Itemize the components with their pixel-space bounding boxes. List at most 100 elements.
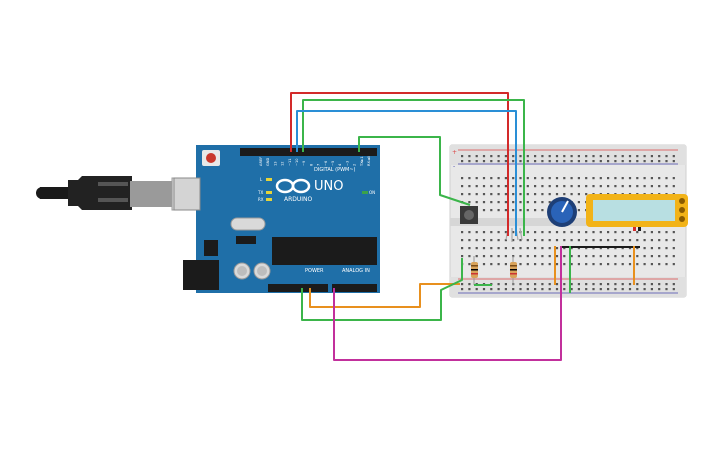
- breadboard-hole[interactable]: [570, 160, 573, 163]
- breadboard-hole[interactable]: [490, 247, 493, 250]
- breadboard-hole[interactable]: [534, 239, 537, 242]
- breadboard-hole[interactable]: [548, 255, 551, 258]
- breadboard-hole[interactable]: [555, 185, 559, 188]
- breadboard-hole[interactable]: [541, 193, 544, 196]
- breadboard-hole[interactable]: [504, 201, 507, 204]
- breadboard-hole[interactable]: [577, 160, 580, 163]
- breadboard-hole[interactable]: [541, 209, 544, 212]
- breadboard-hole[interactable]: [636, 255, 639, 258]
- breadboard-hole[interactable]: [504, 231, 507, 234]
- breadboard-hole[interactable]: [628, 247, 632, 250]
- breadboard-hole[interactable]: [490, 288, 493, 291]
- breadboard-hole[interactable]: [672, 239, 675, 242]
- breadboard-hole[interactable]: [548, 283, 551, 286]
- breadboard-hole[interactable]: [504, 193, 507, 196]
- breadboard-hole[interactable]: [555, 160, 559, 163]
- breadboard-hole[interactable]: [672, 177, 675, 180]
- breadboard-hole[interactable]: [504, 255, 507, 258]
- breadboard-hole[interactable]: [519, 288, 522, 291]
- breadboard-hole[interactable]: [563, 283, 566, 286]
- breadboard-hole[interactable]: [504, 288, 507, 291]
- breadboard-hole[interactable]: [512, 160, 515, 163]
- breadboard-hole[interactable]: [563, 255, 566, 258]
- breadboard-hole[interactable]: [548, 231, 551, 234]
- breadboard-hole[interactable]: [650, 288, 653, 291]
- breadboard-hole[interactable]: [541, 255, 544, 258]
- breadboard-hole[interactable]: [512, 155, 515, 158]
- breadboard-hole[interactable]: [621, 255, 624, 258]
- breadboard-hole[interactable]: [482, 239, 486, 242]
- breadboard-hole[interactable]: [512, 185, 515, 188]
- breadboard-hole[interactable]: [650, 160, 653, 163]
- breadboard-hole[interactable]: [577, 193, 580, 196]
- breadboard-hole[interactable]: [621, 160, 624, 163]
- breadboard-hole[interactable]: [577, 177, 580, 180]
- breadboard-hole[interactable]: [541, 201, 544, 204]
- breadboard-hole[interactable]: [555, 255, 559, 258]
- breadboard-hole[interactable]: [541, 155, 544, 158]
- breadboard-hole[interactable]: [665, 231, 668, 234]
- breadboard-hole[interactable]: [497, 247, 500, 250]
- breadboard-hole[interactable]: [577, 263, 580, 266]
- breadboard-hole[interactable]: [504, 185, 507, 188]
- breadboard-hole[interactable]: [614, 160, 617, 163]
- breadboard-hole[interactable]: [628, 185, 632, 188]
- breadboard-hole[interactable]: [585, 177, 588, 180]
- breadboard-hole[interactable]: [570, 247, 573, 250]
- breadboard-hole[interactable]: [672, 247, 675, 250]
- breadboard-hole[interactable]: [665, 288, 668, 291]
- breadboard-hole[interactable]: [526, 283, 529, 286]
- breadboard-hole[interactable]: [672, 155, 675, 158]
- breadboard-hole[interactable]: [548, 247, 551, 250]
- breadboard-hole[interactable]: [497, 283, 500, 286]
- breadboard-hole[interactable]: [555, 288, 559, 291]
- breadboard-hole[interactable]: [607, 177, 610, 180]
- breadboard-hole[interactable]: [541, 247, 544, 250]
- breadboard-hole[interactable]: [468, 239, 471, 242]
- breadboard-hole[interactable]: [650, 185, 653, 188]
- breadboard-hole[interactable]: [585, 160, 588, 163]
- breadboard-hole[interactable]: [614, 283, 617, 286]
- breadboard-hole[interactable]: [665, 160, 668, 163]
- breadboard-hole[interactable]: [636, 247, 639, 250]
- breadboard-hole[interactable]: [628, 177, 632, 180]
- breadboard-hole[interactable]: [665, 239, 668, 242]
- breadboard-hole[interactable]: [599, 247, 602, 250]
- breadboard-hole[interactable]: [636, 231, 639, 234]
- breadboard-hole[interactable]: [468, 288, 471, 291]
- breadboard-hole[interactable]: [490, 185, 493, 188]
- breadboard-hole[interactable]: [482, 185, 486, 188]
- breadboard-hole[interactable]: [599, 185, 602, 188]
- breadboard-hole[interactable]: [548, 193, 551, 196]
- breadboard-hole[interactable]: [468, 247, 471, 250]
- breadboard-hole[interactable]: [497, 160, 500, 163]
- breadboard-hole[interactable]: [548, 288, 551, 291]
- breadboard-hole[interactable]: [490, 209, 493, 212]
- breadboard-hole[interactable]: [621, 247, 624, 250]
- breadboard-hole[interactable]: [599, 155, 602, 158]
- breadboard-hole[interactable]: [599, 288, 602, 291]
- breadboard-hole[interactable]: [526, 288, 529, 291]
- breadboard-hole[interactable]: [585, 255, 588, 258]
- breadboard-hole[interactable]: [643, 185, 646, 188]
- breadboard-hole[interactable]: [482, 263, 486, 266]
- breadboard-hole[interactable]: [512, 209, 515, 212]
- breadboard-hole[interactable]: [563, 263, 566, 266]
- breadboard-hole[interactable]: [541, 177, 544, 180]
- breadboard-hole[interactable]: [577, 288, 580, 291]
- breadboard-hole[interactable]: [563, 160, 566, 163]
- breadboard-hole[interactable]: [468, 201, 471, 204]
- breadboard-hole[interactable]: [585, 263, 588, 266]
- breadboard-hole[interactable]: [482, 193, 486, 196]
- breadboard-hole[interactable]: [621, 283, 624, 286]
- breadboard-hole[interactable]: [534, 160, 537, 163]
- breadboard-hole[interactable]: [585, 239, 588, 242]
- breadboard-hole[interactable]: [497, 231, 500, 234]
- breadboard-hole[interactable]: [665, 247, 668, 250]
- breadboard-hole[interactable]: [461, 247, 464, 250]
- breadboard-hole[interactable]: [504, 177, 507, 180]
- breadboard-hole[interactable]: [658, 185, 661, 188]
- breadboard-hole[interactable]: [577, 209, 580, 212]
- breadboard-hole[interactable]: [599, 283, 602, 286]
